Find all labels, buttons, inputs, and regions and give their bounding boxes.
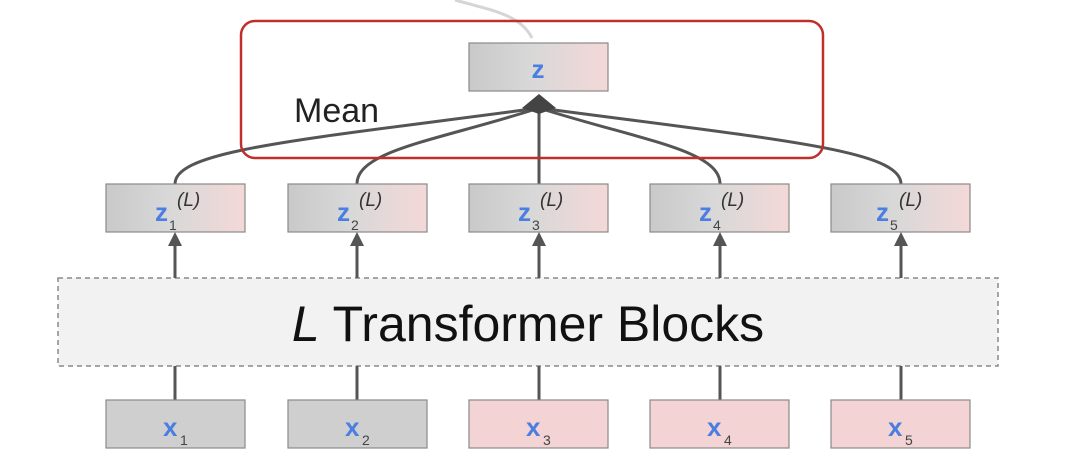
transformer-blocks-label: L Transformer Blocks: [292, 296, 764, 352]
output-z-box: [468, 42, 609, 92]
hidden-sup-4: (L): [721, 190, 744, 211]
block-to-hidden-arrows: [168, 232, 908, 278]
hidden-state-5: z 5 (L): [830, 183, 971, 233]
input-sub-3: 3: [543, 432, 551, 448]
faint-top-curve: [454, 0, 534, 39]
hidden-sup-1: (L): [177, 190, 200, 211]
hidden-sub-1: 1: [169, 217, 177, 233]
output-z-label: z: [532, 54, 545, 84]
hidden-sub-5: 5: [890, 217, 898, 233]
mean-label: Mean: [294, 92, 379, 130]
mean-edges: [173, 106, 903, 185]
hidden-sub-2: 2: [351, 217, 359, 233]
input-sub-5: 5: [905, 432, 913, 448]
hidden-sup-2: (L): [359, 190, 382, 211]
input-to-block-edges: [173, 366, 903, 400]
mean-highlight-box: [239, 19, 825, 160]
hidden-sup-3: (L): [540, 190, 563, 211]
input-var-4: x: [707, 412, 722, 442]
input-var-3: x: [526, 412, 541, 442]
hidden-state-3: z 3 (L): [468, 183, 609, 233]
input-5: x 5: [830, 399, 971, 449]
hidden-sup-5: (L): [899, 190, 922, 211]
input-4: x 4: [649, 399, 790, 449]
mean-arrowhead: [522, 94, 556, 114]
hidden-sub-3: 3: [532, 217, 540, 233]
input-sub-2: 2: [362, 432, 370, 448]
hidden-var-5: z: [876, 197, 889, 227]
hidden-state-2: z 2 (L): [287, 183, 428, 233]
hidden-var-2: z: [337, 197, 350, 227]
input-var-2: x: [345, 412, 360, 442]
hidden-var-3: z: [518, 197, 531, 227]
hidden-state-4: z 4 (L): [649, 183, 790, 233]
mean-edge-4: [538, 106, 722, 185]
hidden-var-1: z: [155, 197, 168, 227]
input-sub-4: 4: [724, 432, 732, 448]
input-3: x 3: [468, 399, 609, 449]
mean-edge-1: [173, 106, 540, 185]
hidden-var-4: z: [699, 197, 712, 227]
hidden-sub-4: 4: [713, 217, 721, 233]
mean-edge-5: [538, 106, 903, 185]
hidden-state-row: z 1 (L) z 2 (L) z 3 (L) z 4 (L) z 5 (L): [105, 183, 971, 233]
hidden-state-1: z 1 (L): [105, 183, 246, 233]
input-var-5: x: [888, 412, 903, 442]
mean-edge-2: [355, 106, 540, 185]
blocks-label-italic: L: [292, 296, 320, 352]
input-var-1: x: [163, 412, 178, 442]
input-2: x 2: [287, 399, 428, 449]
blocks-label-rest: Transformer Blocks: [320, 296, 765, 352]
input-sub-1: 1: [180, 432, 188, 448]
transformer-blocks-box: [57, 277, 999, 367]
input-1: x 1: [105, 399, 246, 449]
input-row: x 1 x 2 x 3 x 4 x 5: [105, 399, 971, 449]
